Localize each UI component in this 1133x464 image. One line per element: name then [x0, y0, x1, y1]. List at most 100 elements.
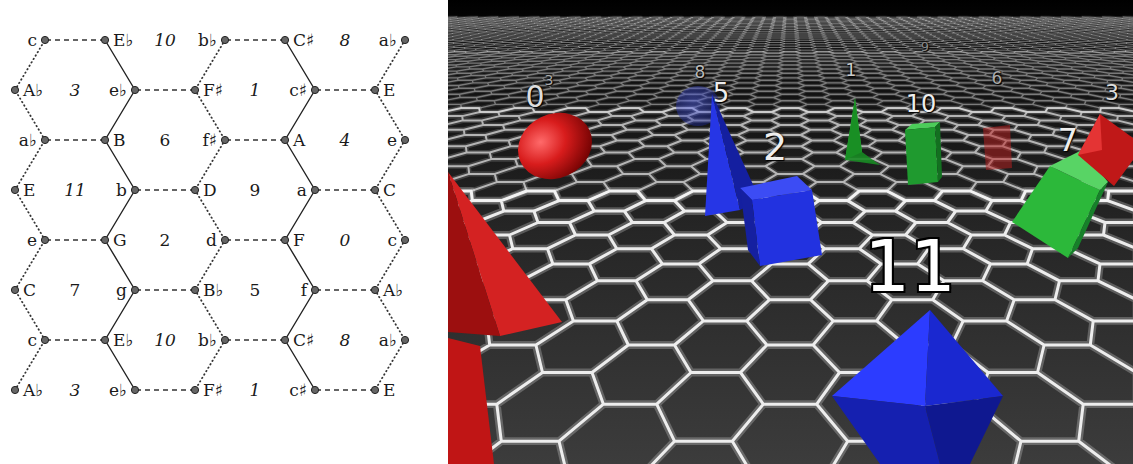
- lattice-vertex: [191, 386, 198, 393]
- note-name: d: [205, 231, 218, 250]
- lattice-vertex: [11, 386, 18, 393]
- cell-number: 5: [249, 281, 262, 300]
- lattice-vertex: [11, 286, 18, 293]
- note-name: E: [382, 381, 396, 400]
- hex-grid: [448, 17, 1133, 464]
- tonnetz-3d-scene: [448, 0, 1133, 464]
- note-name: C♯: [292, 331, 315, 350]
- cell-number: 1: [249, 381, 262, 400]
- lattice-vertex: [41, 236, 48, 243]
- green-pyramid-side: [845, 98, 880, 165]
- note-name: c♯: [288, 81, 308, 100]
- lattice-vertex: [371, 286, 378, 293]
- blue-octahedron-face: [832, 396, 940, 464]
- lattice-vertex: [101, 236, 108, 243]
- lattice-vertex: [221, 236, 228, 243]
- shape-number: 8: [695, 64, 706, 81]
- cell-number: 11: [63, 181, 87, 200]
- lattice-vertex: [401, 36, 408, 43]
- lattice-vertex: [191, 186, 198, 193]
- cell-number: 7: [69, 281, 82, 300]
- grid-glow: [448, 17, 1133, 54]
- green-cube-side: [935, 122, 942, 182]
- red-sphere: [507, 101, 603, 191]
- cell-number: 1: [249, 81, 262, 100]
- cell-number: 9: [249, 181, 262, 200]
- shape-number: 6: [992, 70, 1003, 87]
- grid-line: [448, 17, 1133, 54]
- shape-number: 11: [864, 230, 956, 302]
- note-name: e: [386, 131, 398, 150]
- lattice-vertex: [281, 336, 288, 343]
- note-name: C: [22, 281, 37, 300]
- red-octahedron-face: [1078, 114, 1102, 155]
- cell-number: 10: [153, 331, 177, 350]
- note-name: c: [26, 31, 38, 50]
- shape-number: 7: [1058, 124, 1078, 156]
- lattice-vertex: [101, 336, 108, 343]
- note-name: E♭: [112, 31, 134, 50]
- note-name: c: [26, 331, 38, 350]
- shape-number: 3: [1105, 82, 1119, 104]
- note-name: A♭: [22, 381, 44, 400]
- lattice-vertex: [371, 186, 378, 193]
- lattice-vertex: [221, 136, 228, 143]
- note-name: a: [296, 181, 308, 200]
- note-name: B: [112, 131, 127, 150]
- blue-octahedron-face: [925, 310, 1003, 406]
- note-name: A♭: [382, 281, 404, 300]
- lattice-vertex: [371, 386, 378, 393]
- note-name: E: [22, 181, 36, 200]
- blue-cube: [752, 190, 822, 266]
- cell-number: 8: [339, 31, 352, 50]
- cell-number: 0: [339, 231, 352, 250]
- lattice-vertex: [131, 186, 138, 193]
- cell-number: 2: [159, 231, 172, 250]
- lattice-vertex: [401, 336, 408, 343]
- lattice-vertex: [311, 186, 318, 193]
- lattice-vertex: [41, 36, 48, 43]
- lattice-vertex: [191, 286, 198, 293]
- note-name: b♭: [197, 331, 218, 350]
- note-name: e♭: [108, 381, 128, 400]
- note-name: f: [300, 281, 308, 300]
- grid-glow: [448, 52, 1133, 112]
- note-name: F♯: [202, 81, 224, 100]
- red-octahedron: [1078, 114, 1133, 186]
- lattice-vertex: [221, 336, 228, 343]
- faint-red-cube: [983, 125, 1012, 170]
- lattice-vertex: [41, 336, 48, 343]
- lattice-vertex: [11, 186, 18, 193]
- note-name: D: [202, 181, 218, 200]
- note-name: C: [382, 181, 397, 200]
- lattice-vertex: [101, 136, 108, 143]
- note-name: F: [292, 231, 306, 250]
- note-name: E: [382, 81, 396, 100]
- cell-number: 10: [153, 31, 177, 50]
- blue-octahedron-face: [925, 396, 1003, 464]
- note-name: e: [26, 231, 38, 250]
- grid-line: [448, 52, 1133, 112]
- lattice-vertex: [41, 136, 48, 143]
- note-name: a♭: [378, 31, 398, 50]
- note-name: G: [112, 231, 128, 250]
- note-name: C♯: [292, 31, 315, 50]
- shapes: [448, 86, 1133, 464]
- note-name: c♯: [288, 381, 308, 400]
- lattice-vertex: [221, 36, 228, 43]
- lattice-vertex: [101, 36, 108, 43]
- note-name: g: [115, 281, 128, 300]
- red-pyramid-side: [448, 172, 500, 336]
- cell-number: 3: [69, 381, 82, 400]
- green-cube: [905, 127, 938, 185]
- lattice-vertex: [371, 86, 378, 93]
- green-rotated-cube-side: [1068, 182, 1108, 258]
- shape-number: 0: [525, 82, 544, 112]
- note-name: E♭: [112, 331, 134, 350]
- lattice-vertex: [281, 136, 288, 143]
- shape-number: 10: [906, 92, 937, 116]
- lattice-vertex: [311, 386, 318, 393]
- lattice-vertex: [401, 136, 408, 143]
- shape-number: 1: [846, 62, 857, 79]
- lattice-vertex: [311, 286, 318, 293]
